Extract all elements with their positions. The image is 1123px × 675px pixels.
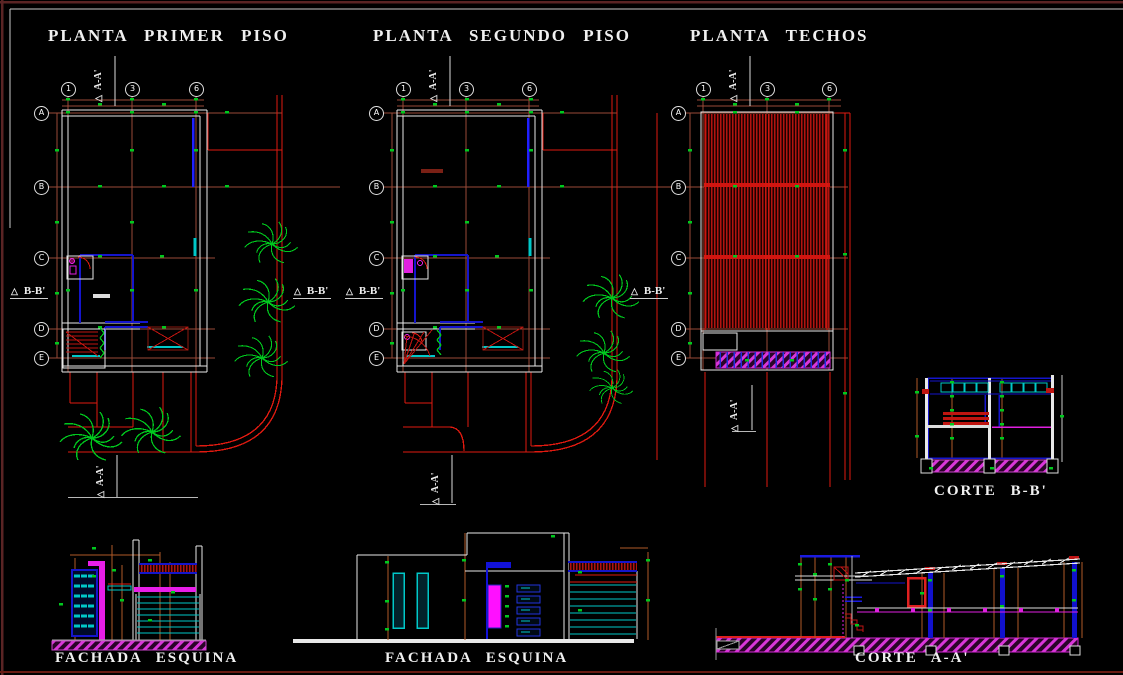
section-arrow-icon: △ — [631, 286, 638, 296]
plan1-stairs — [62, 327, 106, 369]
section-arrow-icon: △ — [429, 498, 440, 505]
plan1-shaft — [147, 326, 189, 351]
plan1-streets — [68, 95, 283, 453]
plan1-grid-bubble-col1: 1 — [61, 82, 76, 97]
plan1-grid-bubble-rowC: C — [34, 251, 49, 266]
section-arrow-icon: △ — [11, 286, 18, 296]
section-marker-bb: △ B-B' — [630, 285, 669, 299]
plan2-grid-bubble-rowB: B — [369, 180, 384, 195]
plan1-title: PLANTA PRIMER PISO — [48, 26, 289, 45]
section-marker-aa: △ A-A' — [728, 399, 740, 432]
plan2-grid-bubble-col3: 6 — [522, 82, 537, 97]
corte-aa-slab — [857, 607, 1078, 613]
fachada1-window-slats — [74, 574, 94, 628]
plan1-walls — [61, 109, 208, 373]
plan3-grid-bubble-rowD: D — [671, 322, 686, 337]
plan2-shaft — [482, 326, 524, 351]
corte-aa-left-end — [715, 628, 740, 660]
fachada1-drawing — [51, 539, 207, 651]
plan3-grid-bubble-col2: 3 — [760, 82, 775, 97]
plan3-streets — [704, 112, 851, 487]
section-marker-aa: △ A-A' — [727, 69, 739, 102]
plan2-grid-bubble-rowA: A — [369, 106, 384, 121]
corte-aa-stair-tower — [795, 554, 872, 638]
plan3-grid-bubble-col3: 6 — [822, 82, 837, 97]
section-arrow-icon: △ — [92, 95, 103, 102]
plan2-partitions — [407, 118, 532, 357]
plan1-grid-bubble-col3: 6 — [189, 82, 204, 97]
plan1-bathroom — [66, 255, 94, 280]
section-marker-aa: △ A-A' — [94, 465, 106, 498]
section-marker-aa: △ A-A' — [427, 69, 439, 102]
section-arrow-icon: △ — [294, 286, 301, 296]
corte-bb-drawing — [915, 375, 1064, 474]
plan2-grid-bubble-rowE: E — [369, 351, 384, 366]
fachada2-title: FACHADA ESQUINA — [385, 650, 569, 666]
fachada1-roof-strip — [139, 563, 197, 574]
corte-aa-door — [906, 576, 927, 608]
fachada2-roof-strip — [568, 561, 637, 576]
fachada1-garage — [135, 594, 201, 640]
plan3-dimension-ticks — [688, 97, 847, 395]
plan3-drawing — [685, 96, 851, 487]
plan1-dimension-ticks — [55, 97, 229, 345]
fachada2-louvers — [516, 584, 541, 637]
plan1-grid-bubble-col2: 3 — [125, 82, 140, 97]
plan2-title: PLANTA SEGUNDO PISO — [373, 26, 631, 45]
plan2-grid-bubble-col1: 1 — [396, 82, 411, 97]
plan2-grid-bubble-rowC: C — [369, 251, 384, 266]
plan1-grid-bubble-rowA: A — [34, 106, 49, 121]
plan2-streets — [403, 95, 658, 460]
plan1-partitions — [72, 118, 197, 357]
plan1-grid-bubble-rowE: E — [34, 351, 49, 366]
fachada2-ticks — [385, 534, 650, 631]
plan3-annex — [700, 330, 834, 371]
section-marker-underline — [420, 504, 456, 505]
plan2-grid-bubble-col2: 3 — [459, 82, 474, 97]
corte-aa-drawing — [715, 554, 1083, 660]
plan3-grid-bubble-rowA: A — [671, 106, 686, 121]
plan1-grid-bubble-rowB: B — [34, 180, 49, 195]
room-label-blob — [421, 169, 443, 173]
section-arrow-icon: △ — [427, 95, 438, 102]
plan1-drawing — [48, 95, 340, 461]
corte-bb-windows — [930, 380, 1051, 395]
corte-bb-ticks — [915, 380, 1064, 470]
fachada2-drawing — [293, 532, 650, 643]
plan3-grid-bubble-col1: 1 — [696, 82, 711, 97]
corte-aa-ticks — [798, 562, 1076, 627]
section-marker-bb: △ B-B' — [345, 285, 384, 299]
section-marker-bb: △ B-B' — [293, 285, 332, 299]
fachada1-ticks — [59, 546, 175, 622]
plan3-grid-bubble-rowC: C — [671, 251, 686, 266]
section-marker-aa: △ A-A' — [429, 472, 441, 505]
section-marker-bb: △ B-B' — [10, 285, 49, 299]
section-arrow-icon: △ — [728, 425, 739, 432]
plan2-walls — [396, 109, 543, 373]
corte-aa-roof — [854, 557, 1081, 578]
room-label-blob — [93, 294, 110, 298]
plan3-grid-bubble-rowE: E — [671, 351, 686, 366]
plan2-drawing — [383, 95, 672, 460]
plan3-title: PLANTA TECHOS — [690, 26, 869, 45]
fachada2-garage — [568, 581, 637, 639]
section-marker-lines — [114, 56, 753, 503]
section-arrow-icon: △ — [346, 286, 353, 296]
plan3-grid-bubble-rowB: B — [671, 180, 686, 195]
plan2-stairs — [403, 329, 442, 365]
section-arrow-icon: △ — [94, 491, 105, 498]
plan2-dimension-ticks — [390, 97, 564, 345]
plan3-roof — [700, 111, 834, 332]
corte-bb-title: CORTE B-B' — [934, 483, 1048, 499]
plan2-grid-bubble-rowD: D — [369, 322, 384, 337]
fachada1-title: FACHADA ESQUINA — [55, 650, 239, 666]
section-marker-underline — [732, 431, 756, 432]
section-marker-aa: △ A-A' — [92, 69, 104, 102]
plan1-grid-bubble-rowD: D — [34, 322, 49, 337]
section-arrow-icon: △ — [727, 95, 738, 102]
corte-aa-title: CORTE A-A' — [855, 650, 970, 666]
section-marker-underline — [68, 497, 198, 498]
